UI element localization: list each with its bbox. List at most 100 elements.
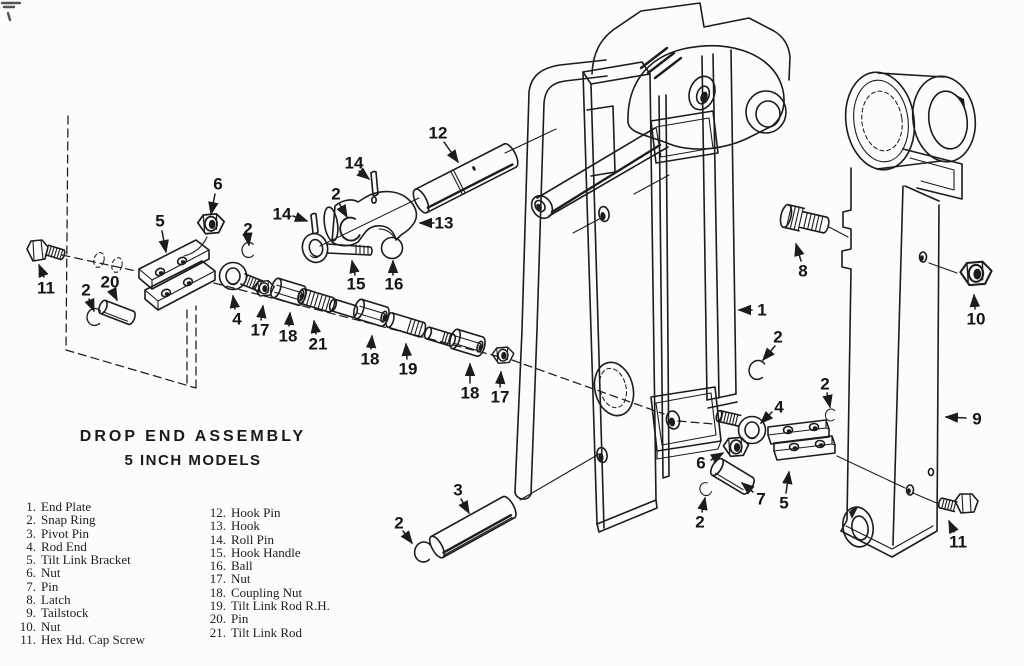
- callout-leader-7: [740, 482, 755, 495]
- part-name: Pivot Pin: [41, 525, 90, 541]
- parts-list-item: 5. Tilt Link Bracket: [6, 552, 145, 568]
- parts-list-item: 11. Hex Hd. Cap Screw: [6, 631, 145, 647]
- callout-leader-2: [242, 232, 253, 247]
- stub-pin-a-drawing: [328, 298, 359, 318]
- callout-label-13: 13: [435, 214, 454, 233]
- callout-label-21: 21: [309, 335, 328, 354]
- tailstock-drawing: [840, 71, 977, 558]
- part-name: Hook Pin: [231, 505, 281, 520]
- part-name: Tilt Link Bracket: [41, 552, 131, 568]
- parts-list-item: 2. Snap Ring: [6, 512, 145, 528]
- parts-list-item: 17. Nut: [196, 571, 330, 587]
- part-name: Hook Handle: [231, 544, 301, 560]
- part-number: 11.: [20, 631, 36, 647]
- stub-pin-b-drawing: [423, 326, 457, 347]
- title-block: DROP END ASSEMBLY 5 INCH MODELS: [52, 428, 334, 469]
- part-number: 17.: [209, 571, 226, 587]
- cap-screw-right-drawing: [937, 493, 979, 514]
- part-number: 3.: [26, 525, 36, 541]
- callout-leader-8: [794, 242, 805, 262]
- latch-drawing: [779, 203, 830, 234]
- rod-end-left-drawing: [218, 261, 265, 293]
- diagram-title: DROP END ASSEMBLY: [79, 428, 307, 445]
- nut-10-drawing: [959, 260, 993, 287]
- callout-label-12: 12: [429, 124, 448, 143]
- callout-label-7: 7: [756, 490, 765, 509]
- tilt-link-rod-19-drawing: [385, 311, 427, 338]
- parts-list-item: 6.Nut: [6, 565, 145, 581]
- part-number: 5.: [26, 552, 36, 568]
- part-number: 16.: [209, 558, 226, 574]
- tilt-link-bracket-right-drawing: [767, 419, 836, 461]
- scan-artifact: [0, 1, 22, 22]
- callout-leader-5: [782, 470, 793, 494]
- callout-leader-2: [336, 202, 348, 219]
- diagram-subtitle: 5 INCH MODELS: [124, 452, 262, 469]
- callout-leader-21: [310, 319, 322, 335]
- nut-6-left-drawing: [196, 213, 226, 235]
- callout-leader-5: [158, 230, 169, 254]
- callout-label-6: 6: [213, 175, 222, 194]
- callout-label-4: 4: [232, 310, 242, 329]
- callout-leader-4: [229, 294, 241, 310]
- part-name: Nut: [231, 571, 251, 587]
- parts-list-item: 19.Tilt Link Rod R.H.: [196, 598, 330, 614]
- parts-list-item: 14.Roll Pin: [196, 531, 330, 547]
- callout-leader-6: [709, 452, 725, 464]
- hook-handle-drawing: [301, 232, 373, 264]
- part-number: 12.: [209, 505, 226, 520]
- pin-7-drawing: [709, 457, 755, 495]
- part-name: Rod End: [41, 538, 87, 554]
- callout-label-10: 10: [967, 310, 986, 329]
- pivot-pin-drawing: [428, 495, 517, 559]
- callout-label-19: 19: [399, 360, 418, 379]
- part-name: Hex Hd. Cap Screw: [41, 631, 145, 647]
- part-name: End Plate: [41, 499, 92, 514]
- parts-list-item: 13.Hook: [196, 518, 330, 534]
- callout-leader-12: [443, 141, 459, 164]
- tilt-link-rod-21-drawing: [297, 287, 336, 313]
- callout-label-5: 5: [155, 212, 164, 231]
- part-name: Nut: [41, 565, 61, 581]
- callout-label-14: 14: [345, 154, 364, 173]
- part-name: Coupling Nut: [231, 584, 303, 600]
- part-number: 13.: [209, 518, 226, 534]
- callout-label-18: 18: [461, 384, 480, 403]
- part-number: 19.: [209, 598, 226, 614]
- part-number: 2.: [26, 512, 36, 528]
- callout-label-4: 4: [774, 398, 784, 417]
- callout-leader-14: [292, 212, 309, 222]
- parts-list-item: 10.Nut: [6, 619, 145, 633]
- part-name: Snap Ring: [41, 512, 96, 528]
- part-number: 9.: [26, 605, 36, 621]
- part-number: 1.: [26, 499, 36, 514]
- part-number: 18.: [209, 584, 226, 600]
- callout-leader-10: [969, 293, 981, 310]
- callout-label-11: 11: [37, 279, 55, 298]
- ball-drawing: [380, 236, 404, 260]
- part-number: 20.: [209, 611, 226, 627]
- part-number: 7.: [26, 578, 36, 594]
- callout-label-18: 18: [361, 350, 380, 369]
- parts-list-item: 4.Rod End: [6, 538, 145, 554]
- callout-label-6: 6: [696, 454, 705, 473]
- callout-label-2: 2: [394, 514, 403, 533]
- callout-leader-14: [356, 167, 371, 180]
- callout-label-2: 2: [331, 185, 340, 204]
- parts-list-item: 20.Pin: [196, 611, 330, 627]
- callout-leader-17: [494, 370, 506, 388]
- part-name: Latch: [41, 592, 71, 608]
- nut-6-right-drawing: [722, 436, 750, 458]
- callout-label-17: 17: [491, 388, 510, 407]
- callout-label-20: 20: [101, 273, 120, 292]
- callout-leader-18: [283, 311, 295, 327]
- callout-label-2: 2: [820, 375, 829, 394]
- part-number: 14.: [209, 531, 226, 547]
- rod-end-right-drawing: [715, 409, 767, 445]
- callout-leader-2: [84, 297, 95, 313]
- part-number: 15.: [209, 544, 226, 560]
- callout-label-14: 14: [273, 205, 292, 224]
